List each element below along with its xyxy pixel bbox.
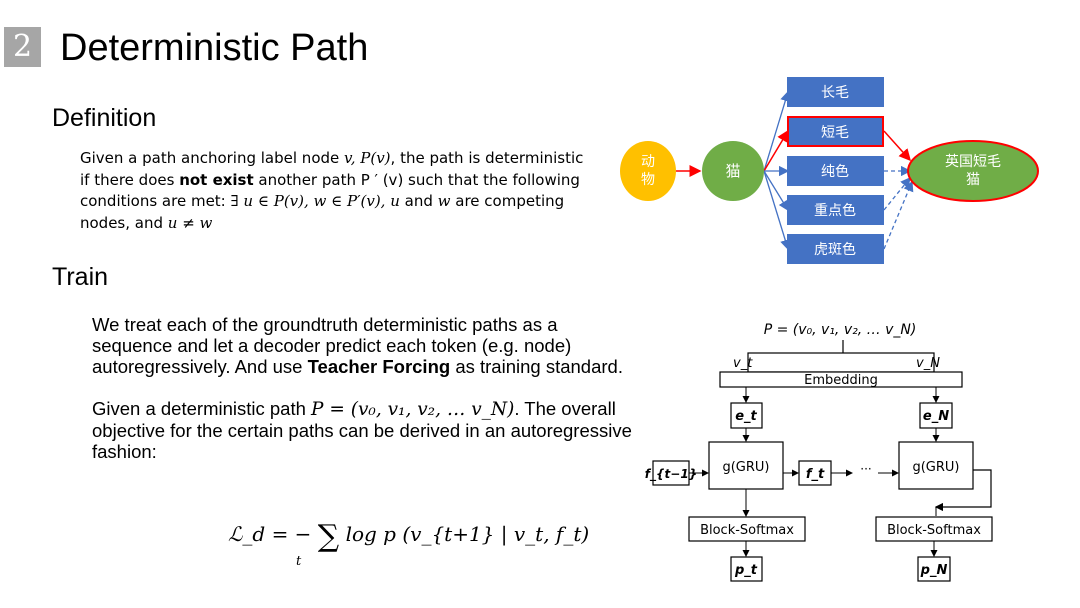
definition-line1-math: v, P(v) — [344, 149, 391, 167]
option-label-5: 虎斑色 — [814, 241, 856, 258]
definition-line3-math2: w — [437, 192, 451, 210]
train-heading: Train — [52, 263, 109, 291]
root-node-label-1: 动 — [641, 154, 655, 170]
slide-number-badge: 2 — [4, 27, 41, 67]
option-node-4 — [787, 195, 884, 225]
arrow-gruN-softmax — [934, 469, 992, 512]
option-node-2 — [787, 116, 884, 147]
formula-right: log p (v_{t+1} | v_t, f_t) — [345, 522, 590, 546]
definition-line-4: nodes, and u ≠ w — [80, 213, 600, 235]
target-node-label-2: 猫 — [966, 172, 980, 188]
definition-line2-pre: if there does — [80, 170, 180, 189]
category-tree-diagram: 动 物 猫 长毛 短毛 纯色 重点色 虎斑色 英国短毛 猫 — [620, 77, 1039, 264]
train-p2-post: . The overall objective for the certain … — [92, 398, 632, 462]
cat-node-shape — [702, 141, 764, 201]
definition-line-3: conditions are met: ∃ u ∈ P(v), w ∈ P′(v… — [80, 191, 600, 213]
definition-line-1: Given a path anchoring label node v, P(v… — [80, 148, 600, 170]
token-vt-label: v_t — [733, 356, 753, 371]
train-paragraph-2: Given a deterministic path P = (v₀, v₁, … — [92, 398, 632, 462]
definition-line2-post: another path P ′ (v) such that the follo… — [253, 170, 580, 189]
pt-box — [730, 556, 763, 582]
train-p2-pre: Given a deterministic path — [92, 398, 312, 419]
block-softmax-box-t — [688, 516, 806, 542]
definition-line4-pre: nodes, and — [80, 213, 168, 232]
train-p1-pre: We treat each of the groundtruth determi… — [92, 314, 572, 377]
pN-box — [917, 556, 951, 582]
train-p1-bold: Teacher Forcing — [307, 356, 451, 377]
definition-heading: Definition — [52, 104, 157, 132]
f-prev-box — [652, 460, 690, 486]
definition-line2-bold: not exist — [179, 170, 254, 189]
option-label-1: 长毛 — [821, 85, 849, 101]
definition-line4-math: u ≠ w — [167, 213, 213, 232]
definition-line3-mid: and — [399, 192, 438, 210]
edge-option-5-target — [883, 180, 914, 250]
edge-option-4-target — [883, 176, 911, 211]
option-node-3 — [787, 156, 884, 186]
definition-line1-post: , the path is deterministic — [390, 149, 584, 167]
option-label-3: 纯色 — [821, 163, 849, 180]
target-node-shape — [907, 140, 1039, 202]
edge-cat-option-5 — [763, 170, 791, 251]
formula-left: ℒ_d = − — [228, 522, 312, 546]
train-text: We treat each of the groundtruth determi… — [92, 314, 632, 462]
option-node-5 — [787, 234, 884, 264]
pt-label: p_t — [734, 563, 758, 578]
definition-line-2: if there does not exist another path P ′… — [80, 170, 600, 192]
edge-option-2-target — [883, 130, 912, 162]
ellipsis-label: ··· — [860, 462, 871, 476]
formula-sum-index: t — [296, 554, 302, 569]
definition-line3-pre: conditions are met: — [80, 192, 231, 210]
edge-cat-option-2 — [763, 129, 789, 172]
gru-box-t — [708, 441, 784, 490]
decoder-diagram: P = (v₀, v₁, v₂, … v_N) v_t v_N Embeddin… — [645, 322, 993, 582]
pN-label: p_N — [920, 563, 948, 578]
block-softmax-label-N: Block-Softmax — [887, 523, 981, 538]
eN-label: e_N — [923, 409, 949, 424]
option-label-2: 短毛 — [821, 125, 849, 141]
root-node-shape — [620, 141, 676, 201]
f-prev-label: f_{t−1} — [645, 467, 697, 482]
objective-formula: ℒ_d = − ∑ log p (v_{t+1} | v_t, f_t) t — [228, 514, 590, 569]
edge-cat-option-1 — [763, 90, 791, 172]
cat-node-label: 猫 — [725, 162, 740, 180]
option-label-4: 重点色 — [814, 202, 856, 219]
option-node-1 — [787, 77, 884, 107]
root-node-label-2: 物 — [641, 172, 655, 188]
ft-label: f_t — [806, 467, 825, 482]
definition-line1-pre: Given a path anchoring label node — [80, 149, 345, 167]
definition-text: Given a path anchoring label node v, P(v… — [80, 148, 600, 234]
et-label: e_t — [735, 409, 757, 424]
block-softmax-label-t: Block-Softmax — [700, 523, 794, 538]
slide-title: Deterministic Path — [60, 27, 369, 69]
edge-cat-option-4 — [763, 170, 789, 212]
decoder-path-label: P = (v₀, v₁, v₂, … v_N) — [764, 322, 917, 338]
embedding-box — [719, 371, 963, 388]
token-bar — [747, 352, 935, 373]
gru-box-N — [898, 441, 974, 490]
definition-line3-math: ∃ u ∈ P(v), w ∈ P′(v), u — [230, 192, 400, 210]
train-p1-post: as training standard. — [450, 356, 623, 377]
target-node-label-1: 英国短毛 — [945, 153, 1001, 170]
gru-label-t: g(GRU) — [722, 460, 769, 475]
gru-label-N: g(GRU) — [912, 460, 959, 475]
definition-line3-post: are competing — [450, 192, 565, 210]
ft-box — [798, 460, 832, 486]
train-p2-math: P = (v₀, v₁, v₂, … v_N) — [311, 399, 515, 420]
block-softmax-box-N — [875, 516, 993, 542]
train-paragraph-1: We treat each of the groundtruth determi… — [92, 314, 632, 377]
embedding-label: Embedding — [804, 373, 878, 388]
formula-sum: ∑ — [317, 519, 340, 554]
token-vN-label: v_N — [916, 356, 940, 371]
